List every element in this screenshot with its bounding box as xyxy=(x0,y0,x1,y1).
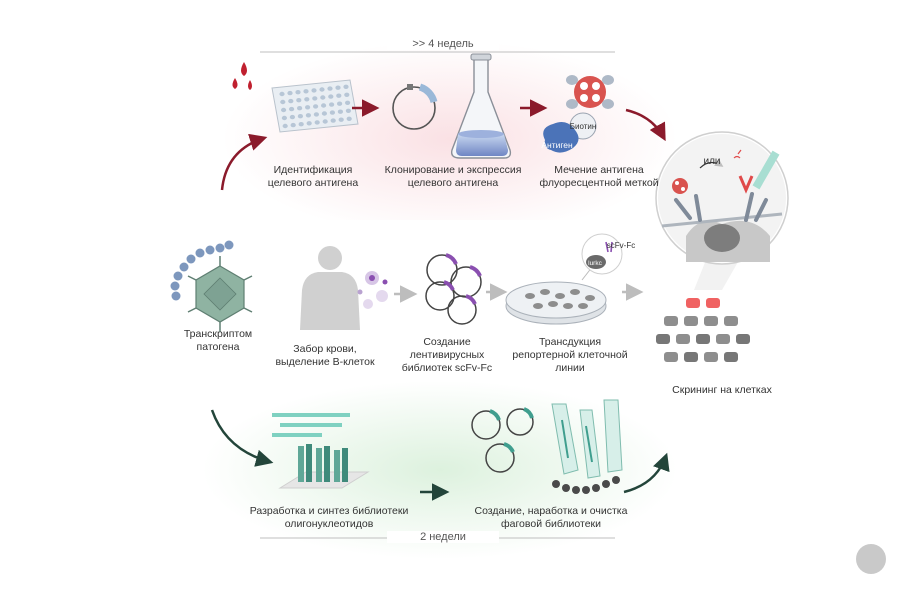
blood-drops-icon xyxy=(232,62,252,90)
plasmid-icon xyxy=(392,83,438,130)
blood-draw-label: Забор крови, выделение В-клеток xyxy=(275,343,375,368)
curved-arrow-transcriptome-down xyxy=(210,409,274,467)
well xyxy=(314,120,320,125)
well xyxy=(337,109,343,114)
well xyxy=(281,115,287,121)
well xyxy=(297,106,303,111)
well xyxy=(321,103,327,108)
well xyxy=(336,93,342,98)
biotin-label: Биотин xyxy=(570,122,597,131)
well xyxy=(289,114,295,120)
phagemid-plasmids-icon xyxy=(471,407,534,473)
well xyxy=(312,96,318,101)
pathogen-genome-icon xyxy=(170,240,234,301)
well xyxy=(344,92,350,98)
transcriptome-label: Транскриптом патогена xyxy=(183,328,253,353)
b-cells-icon xyxy=(357,271,388,309)
magnified-cell-view xyxy=(655,131,789,290)
curved-arrow-to-screening xyxy=(625,108,666,142)
well xyxy=(329,102,335,107)
well xyxy=(303,89,309,94)
well xyxy=(295,90,301,95)
well xyxy=(338,117,344,122)
oligo-design-label: Разработка и синтез библиотеки олигонукл… xyxy=(249,505,409,530)
bottom-row-background xyxy=(200,380,680,560)
well xyxy=(305,105,311,110)
well xyxy=(306,121,312,126)
well xyxy=(311,88,317,93)
virus-icon xyxy=(187,256,253,332)
well xyxy=(289,106,295,112)
lentiviral-libraries-label: Создание лентивирусных библиотек scFv-Fc xyxy=(401,336,493,374)
well xyxy=(320,95,326,100)
well xyxy=(328,94,334,99)
well xyxy=(335,85,341,90)
well xyxy=(327,86,333,91)
cloning-expression-label: Клонирование и экспрессия целевого антиг… xyxy=(384,164,522,189)
cell-screening-label: Скрининг на клетках xyxy=(672,384,772,396)
well xyxy=(282,123,288,129)
well xyxy=(304,97,310,102)
target-identification-label: Идентификация целевого антигена xyxy=(267,164,359,189)
antigen-labeling-label: Мечение антигена флуоресцентной меткой xyxy=(539,164,659,189)
well xyxy=(288,98,294,104)
reporter-transduction-label: Трансдукция репортерной клеточной линии xyxy=(512,336,628,374)
phage-library-label: Создание, наработка и очистка фаговой би… xyxy=(474,505,628,530)
well xyxy=(346,116,352,122)
well xyxy=(322,119,328,124)
lentiviral-plasmids-icon xyxy=(425,253,482,325)
well xyxy=(345,108,351,114)
well xyxy=(290,122,296,128)
curved-arrow-to-screening-bottom xyxy=(623,452,670,494)
well xyxy=(287,90,293,96)
lurkc-label: lurkc xyxy=(588,260,602,267)
well xyxy=(337,101,343,106)
publisher-logo xyxy=(856,544,886,574)
well xyxy=(329,110,335,115)
curved-arrow-from-transcriptome-up xyxy=(220,133,268,191)
reporter-cell-zoom-icon xyxy=(581,233,623,281)
biotin-antigen-icon xyxy=(543,112,597,153)
well xyxy=(345,100,351,106)
well xyxy=(313,112,319,117)
well xyxy=(280,99,286,105)
well-plate-wells xyxy=(279,84,352,129)
well xyxy=(319,87,325,92)
well xyxy=(281,107,287,113)
well xyxy=(279,91,285,97)
well xyxy=(305,113,311,118)
well xyxy=(313,104,319,109)
screening-cells-icon xyxy=(656,298,750,362)
well xyxy=(330,118,336,123)
well xyxy=(297,114,303,119)
well xyxy=(343,84,349,90)
human-silhouette-icon xyxy=(300,246,360,330)
petri-dish-icon xyxy=(505,281,607,325)
antigen-label: Антиген xyxy=(541,140,573,150)
bottom-duration-label: 2 недели xyxy=(387,531,499,543)
oligo-synthesis-chip-icon xyxy=(278,444,370,489)
phage-particles-icon xyxy=(551,399,623,494)
top-duration-label: >> 4 недель xyxy=(387,38,499,50)
or-label: или xyxy=(703,156,720,167)
streptavidin-icon xyxy=(566,75,614,109)
well xyxy=(296,98,302,103)
scfv-fc-label: scFv-Fc xyxy=(607,241,635,250)
well xyxy=(298,122,304,127)
oligonucleotide-strands-icon xyxy=(272,413,350,437)
well xyxy=(321,111,327,116)
flask-icon xyxy=(450,53,512,159)
